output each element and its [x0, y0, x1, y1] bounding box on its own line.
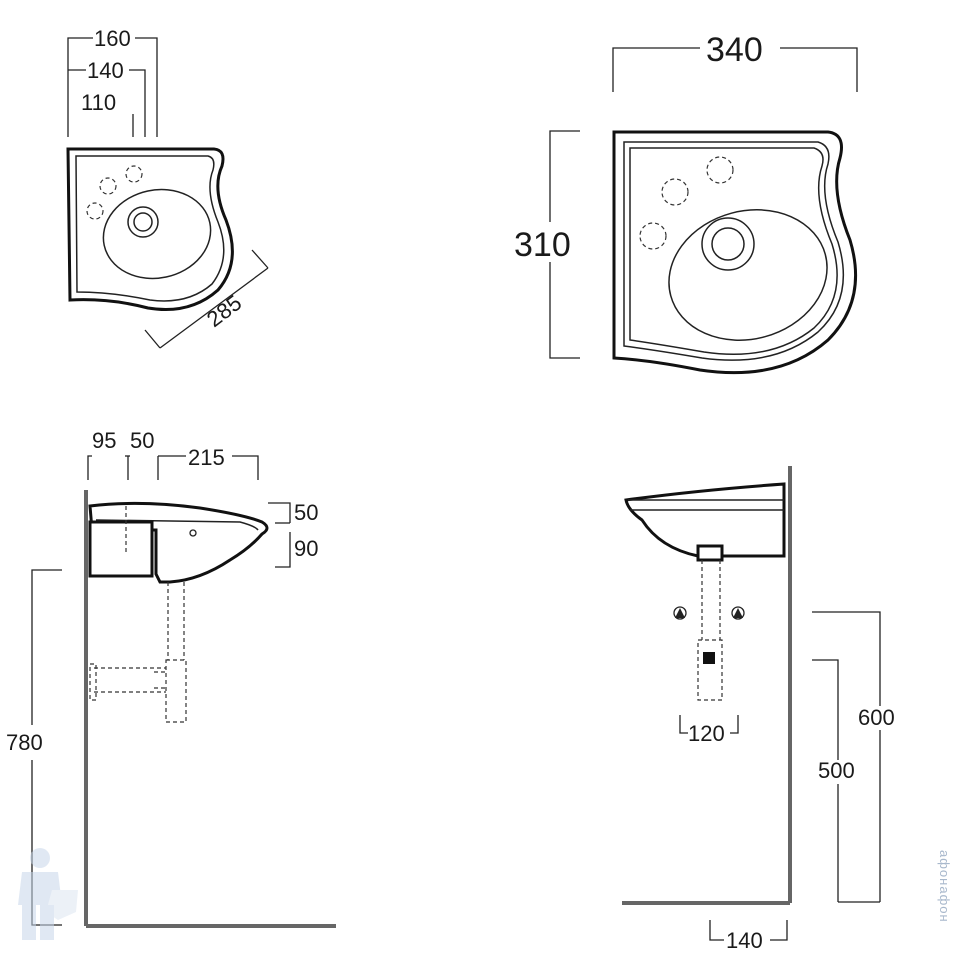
basin-rim-small [75, 155, 225, 302]
basin-outline-large [612, 130, 858, 375]
front-view: 120 600 500 140 [622, 466, 895, 953]
front-fixing-right-ring [731, 606, 745, 620]
dim-120: 120 [688, 721, 725, 746]
watermark-text: афонафон [937, 850, 952, 923]
dim-50-side: 50 [294, 500, 318, 525]
top-small-dimension-lines [67, 37, 269, 349]
tap-hole-3-small [86, 202, 104, 220]
bowl-small [102, 188, 212, 280]
dim-780: 780 [6, 730, 43, 755]
front-siphon-outlet [703, 652, 715, 664]
basin-rim-inner-large [629, 147, 838, 355]
drain-inner-large [711, 227, 745, 261]
basin-rim-large [623, 141, 845, 361]
dim-600: 600 [858, 705, 895, 730]
dim-340: 340 [706, 31, 763, 69]
front-fixing-left [675, 608, 685, 618]
dim-500: 500 [818, 758, 855, 783]
front-basin-profile [624, 482, 786, 558]
side-siphon [89, 582, 187, 723]
drain-outer-small [127, 206, 159, 238]
dim-215: 215 [188, 445, 225, 470]
front-fixing-left-ring [673, 606, 687, 620]
front-basin-rim [628, 499, 784, 511]
front-fixing-right [733, 608, 743, 618]
drain-inner-small [133, 212, 153, 232]
top-view-small: 160 140 110 285 [66, 26, 269, 349]
drain-outer-large [701, 217, 755, 271]
front-drain-neck [696, 544, 724, 562]
front-dimension-lines [679, 611, 881, 941]
side-view: 95 50 215 50 90 780 [6, 428, 336, 928]
dim-140: 140 [726, 928, 763, 953]
side-basin-inner [95, 519, 259, 531]
tap-hole-3-large [639, 222, 667, 250]
top-large-dimension-lines [549, 47, 858, 359]
dim-90: 90 [294, 536, 318, 561]
dim-140: 140 [87, 58, 124, 83]
dim-160: 160 [94, 26, 131, 51]
top-view-large: 340 310 [514, 31, 858, 375]
dim-95: 95 [92, 428, 116, 453]
side-overflow [189, 529, 197, 537]
dim-310: 310 [514, 226, 571, 264]
front-siphon [697, 560, 723, 701]
side-pedestal-block [88, 520, 154, 578]
basin-outline-small [66, 147, 234, 312]
dim-50-top: 50 [130, 428, 154, 453]
bowl-large [668, 209, 828, 341]
tap-hole-1-large [661, 178, 689, 206]
tap-hole-2-large [706, 156, 734, 184]
watermark-logo [18, 848, 78, 940]
dim-110: 110 [81, 90, 116, 115]
tap-hole-1-small [99, 177, 117, 195]
tap-hole-2-small [125, 165, 143, 183]
